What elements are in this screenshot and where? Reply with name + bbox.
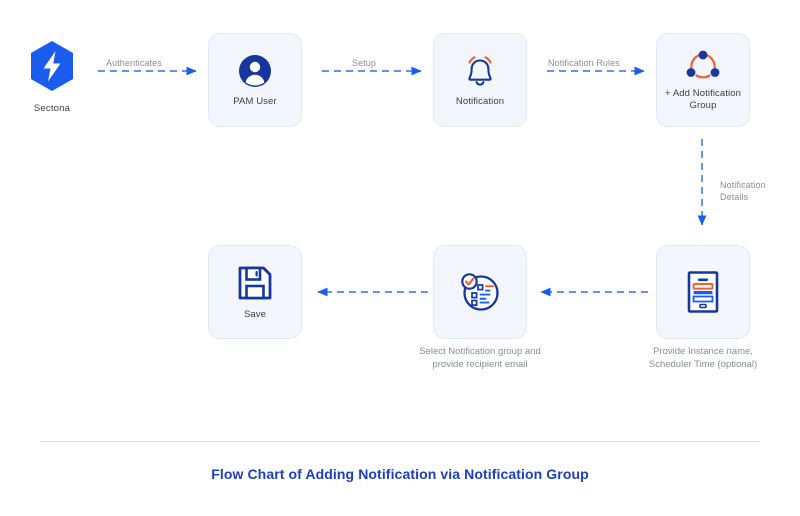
- node-provide-instance[interactable]: Provide Instance name, Scheduler Time (o…: [649, 245, 768, 372]
- form-document-icon: [686, 270, 720, 314]
- node-save-label: Save: [243, 308, 267, 320]
- footer-divider: [40, 441, 760, 442]
- node-save[interactable]: Save: [208, 245, 302, 339]
- group-three-dots-icon: [684, 49, 722, 81]
- connector-label-setup: Setup: [352, 58, 377, 68]
- node-add-notification-group-label: + Add Notification Group: [664, 87, 741, 111]
- connector-label-notification-rules: Notification Rules: [548, 58, 620, 68]
- checklist-circle-icon: [457, 269, 503, 315]
- bell-ringing-icon: [461, 53, 499, 89]
- node-pam-user-label: PAM User: [233, 95, 277, 107]
- node-sectona[interactable]: Sectona: [22, 40, 82, 114]
- floppy-disk-save-icon: [236, 264, 274, 302]
- page-title: Flow Chart of Adding Notification via No…: [211, 466, 589, 482]
- node-pam-user[interactable]: PAM User: [208, 33, 302, 127]
- node-add-notification-group[interactable]: + Add Notification Group: [656, 33, 750, 127]
- node-notification-label: Notification: [455, 95, 505, 107]
- node-notification[interactable]: Notification: [433, 33, 527, 127]
- user-avatar-icon: [237, 53, 273, 89]
- connector-label-notification-details: Notification Details: [720, 180, 766, 203]
- node-sectona-label: Sectona: [33, 103, 71, 114]
- sectona-hexagon-bolt-logo: [31, 41, 73, 91]
- node-provide-instance-caption: Provide Instance name, Scheduler Time (o…: [648, 346, 758, 370]
- node-select-group[interactable]: Select Notification group and provide re…: [419, 245, 545, 372]
- node-select-group-caption: Select Notification group and provide re…: [419, 346, 541, 370]
- connector-label-authenticates: Authenticates: [106, 58, 162, 68]
